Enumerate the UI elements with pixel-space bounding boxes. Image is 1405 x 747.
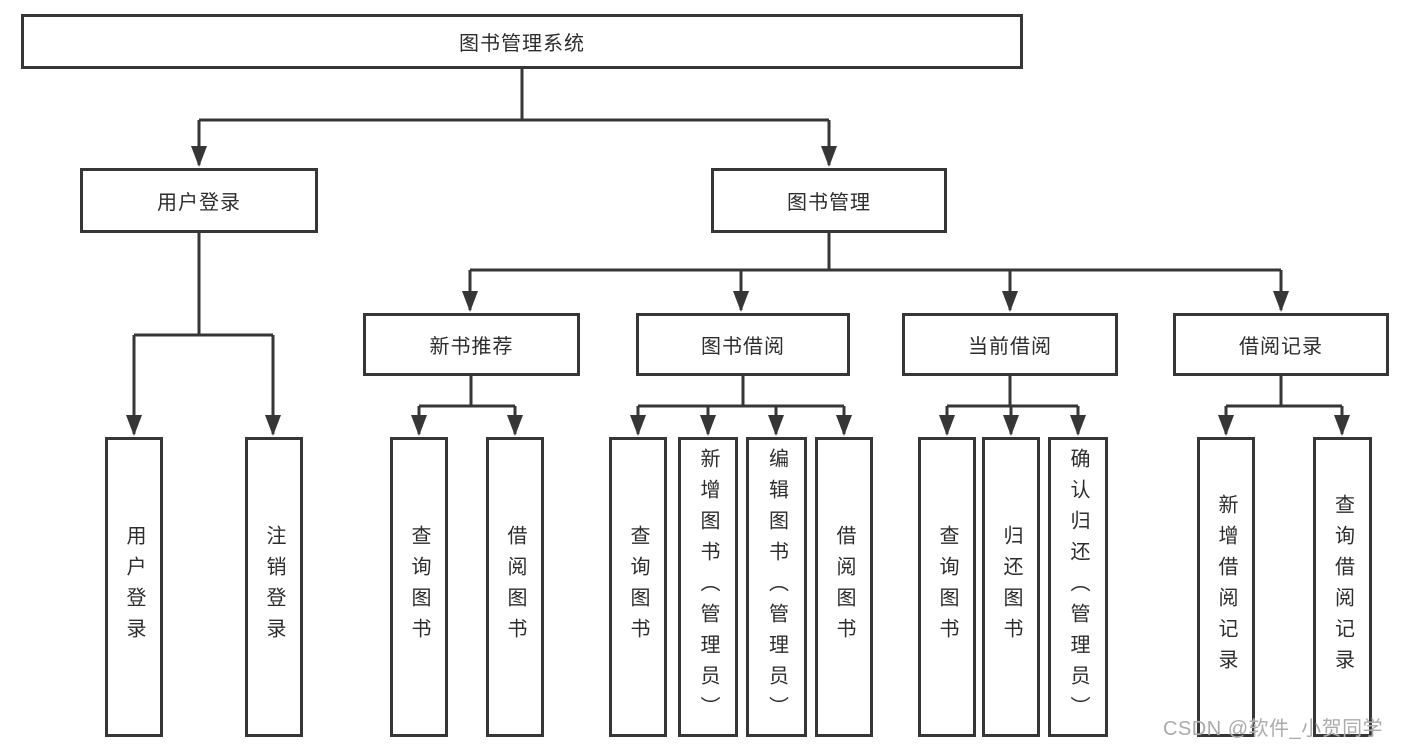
leaf-return-books: 归还图书 <box>982 437 1040 737</box>
leaf-label: 确认归还（管理员） <box>1067 447 1089 727</box>
leaf-label: 查询图书 <box>408 525 430 649</box>
node-current-borrowing: 当前借阅 <box>902 313 1118 376</box>
leaf-logout: 注销登录 <box>245 437 303 737</box>
leaf-borrow-books-recommendation: 借阅图书 <box>486 437 544 737</box>
node-user-login: 用户登录 <box>80 168 318 233</box>
node-label: 新书推荐 <box>429 336 514 358</box>
leaf-label: 编辑图书（管理员） <box>765 447 788 727</box>
node-book-borrowing: 图书借阅 <box>636 313 850 376</box>
leaf-label: 注销登录 <box>263 525 285 649</box>
leaf-label: 借阅图书 <box>504 525 526 649</box>
node-borrowing-records: 借阅记录 <box>1173 313 1389 376</box>
node-label: 借阅记录 <box>1239 336 1323 358</box>
node-new-book-recommendation: 新书推荐 <box>363 313 580 376</box>
leaf-label: 查询借阅记录 <box>1331 494 1354 680</box>
leaf-user-login: 用户登录 <box>105 437 163 737</box>
leaf-add-books-admin: 新增图书（管理员） <box>678 437 738 737</box>
leaf-label: 新增图书（管理员） <box>697 447 719 727</box>
leaf-label: 查询图书 <box>936 525 958 649</box>
node-label: 图书管理 <box>787 192 871 214</box>
leaf-add-borrow-record: 新增借阅记录 <box>1197 437 1255 737</box>
leaf-query-books-recommendation: 查询图书 <box>390 437 448 737</box>
arrowheads <box>126 146 1350 436</box>
csdn-watermark: CSDN @软件_小贺同学 <box>1163 718 1384 740</box>
leaf-label: 查询图书 <box>627 525 649 649</box>
leaf-query-books-borrowing: 查询图书 <box>609 437 667 737</box>
leaf-label: 归还图书 <box>1000 525 1022 649</box>
node-library-management-system: 图书管理系统 <box>21 14 1023 69</box>
leaf-borrow-books: 借阅图书 <box>815 437 873 737</box>
leaf-label: 借阅图书 <box>833 525 855 649</box>
node-label: 当前借阅 <box>968 336 1052 358</box>
leaf-label: 新增借阅记录 <box>1215 494 1237 680</box>
leaf-confirm-return-admin: 确认归还（管理员） <box>1048 437 1108 737</box>
node-book-management: 图书管理 <box>711 168 947 233</box>
node-label: 图书借阅 <box>701 336 785 358</box>
node-label: 用户登录 <box>157 192 241 214</box>
leaf-query-books-current: 查询图书 <box>918 437 976 737</box>
leaf-edit-books-admin: 编辑图书（管理员） <box>746 437 807 737</box>
node-label: 图书管理系统 <box>459 33 585 55</box>
leaf-label: 用户登录 <box>123 525 145 649</box>
leaf-query-borrow-record: 查询借阅记录 <box>1313 437 1372 737</box>
